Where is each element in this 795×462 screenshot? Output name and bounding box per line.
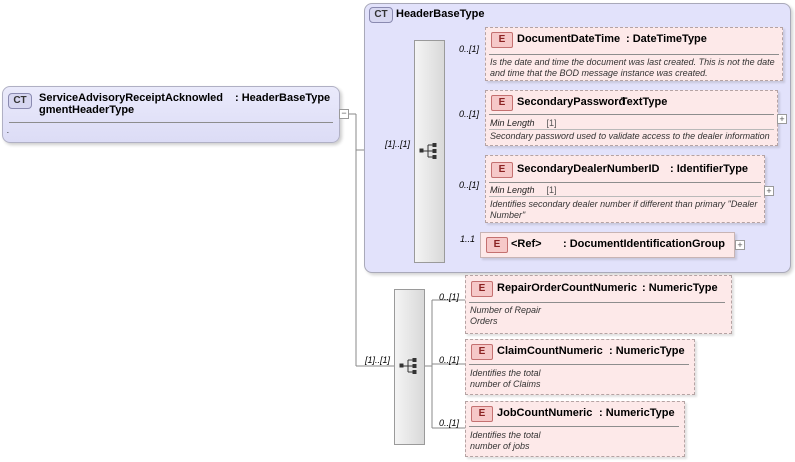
occurrence-label: 0..[1] (459, 44, 480, 54)
occurrence-label: 0..[1] (459, 180, 480, 190)
occurrence-label: 0..[1] (459, 109, 480, 119)
element-description: Identifies the total number of jobs (470, 430, 541, 451)
element-type: : DocumentIdentificationGroup (563, 238, 725, 250)
divider (489, 114, 774, 115)
divider (9, 122, 333, 123)
divider (489, 182, 761, 183)
element-description: Identifies the total number of Claims (470, 368, 541, 389)
element-icon: E (486, 237, 508, 253)
element-type: : NumericType (599, 407, 675, 419)
occurrence-label: 0..[1] (439, 355, 460, 365)
complex-type-icon: CT (369, 7, 393, 23)
expand-icon[interactable]: + (735, 240, 745, 250)
occurrence-label: [1]..[1] (365, 355, 391, 365)
complex-type-icon: CT (8, 93, 32, 109)
expand-icon[interactable]: + (777, 114, 787, 124)
element-document-date-time[interactable]: E DocumentDateTime : DateTimeType Is the… (485, 27, 783, 81)
element-type: : NumericType (642, 282, 718, 294)
element-icon: E (471, 344, 493, 360)
element-name: SecondaryDealerNumberID (517, 163, 660, 175)
occurrence-label: 0..[1] (439, 418, 460, 428)
divider (489, 196, 761, 197)
element-name: ClaimCountNumeric (497, 345, 603, 357)
element-description: Number of Repair Orders (470, 305, 542, 326)
divider (489, 54, 779, 55)
root-note: . (7, 125, 10, 135)
element-name: RepairOrderCountNumeric (497, 282, 637, 294)
sequence-icon (419, 143, 437, 159)
header-base-type-name: HeaderBaseType (396, 8, 485, 20)
element-icon: E (471, 406, 493, 422)
divider (469, 364, 689, 365)
element-icon: E (471, 281, 493, 297)
element-type: : NumericType (609, 345, 685, 357)
element-icon: E (491, 32, 513, 48)
divider (469, 302, 725, 303)
occurrence-label: 1..1 (460, 234, 476, 244)
element-name: JobCountNumeric (497, 407, 593, 419)
element-name: <Ref> (511, 238, 542, 250)
root-complex-type[interactable]: CT ServiceAdvisoryReceiptAcknowled gment… (2, 86, 340, 143)
root-type-name: ServiceAdvisoryReceiptAcknowled gmentHea… (39, 92, 224, 116)
element-name: DocumentDateTime (517, 33, 621, 45)
element-claim-count-numeric[interactable]: E ClaimCountNumeric : NumericType Identi… (465, 339, 695, 395)
element-name: SecondaryPassword (517, 96, 626, 108)
element-description: Is the date and time the document was la… (490, 57, 775, 78)
collapse-icon[interactable]: − (339, 109, 349, 119)
element-type: : TextType (614, 96, 668, 108)
element-type: : DateTimeType (626, 33, 707, 45)
expand-icon[interactable]: + (764, 186, 774, 196)
sequence-icon (399, 358, 417, 374)
sequence-compositor[interactable] (394, 289, 425, 445)
divider (489, 129, 774, 130)
element-description: Secondary password used to validate acce… (490, 131, 770, 141)
element-description: Identifies secondary dealer number if di… (490, 199, 758, 220)
occurrence-label: 0..[1] (439, 292, 460, 302)
facet-min-length: Min Length[1] (490, 118, 557, 128)
element-secondary-dealer-number-id[interactable]: E SecondaryDealerNumberID : IdentifierTy… (485, 155, 765, 223)
divider (469, 426, 679, 427)
element-icon: E (491, 162, 513, 178)
element-secondary-password[interactable]: E SecondaryPassword : TextType Min Lengt… (485, 90, 778, 146)
element-icon: E (491, 95, 513, 111)
element-repair-order-count-numeric[interactable]: E RepairOrderCountNumeric : NumericType … (465, 275, 732, 334)
element-type: : IdentifierType (670, 163, 749, 175)
element-ref-document-identification-group[interactable]: E <Ref> : DocumentIdentificationGroup (480, 232, 735, 258)
element-job-count-numeric[interactable]: E JobCountNumeric : NumericType Identifi… (465, 401, 685, 457)
occurrence-label: [1]..[1] (385, 139, 411, 149)
root-base-type: : HeaderBaseType (235, 92, 331, 104)
facet-min-length: Min Length[1] (490, 185, 557, 195)
